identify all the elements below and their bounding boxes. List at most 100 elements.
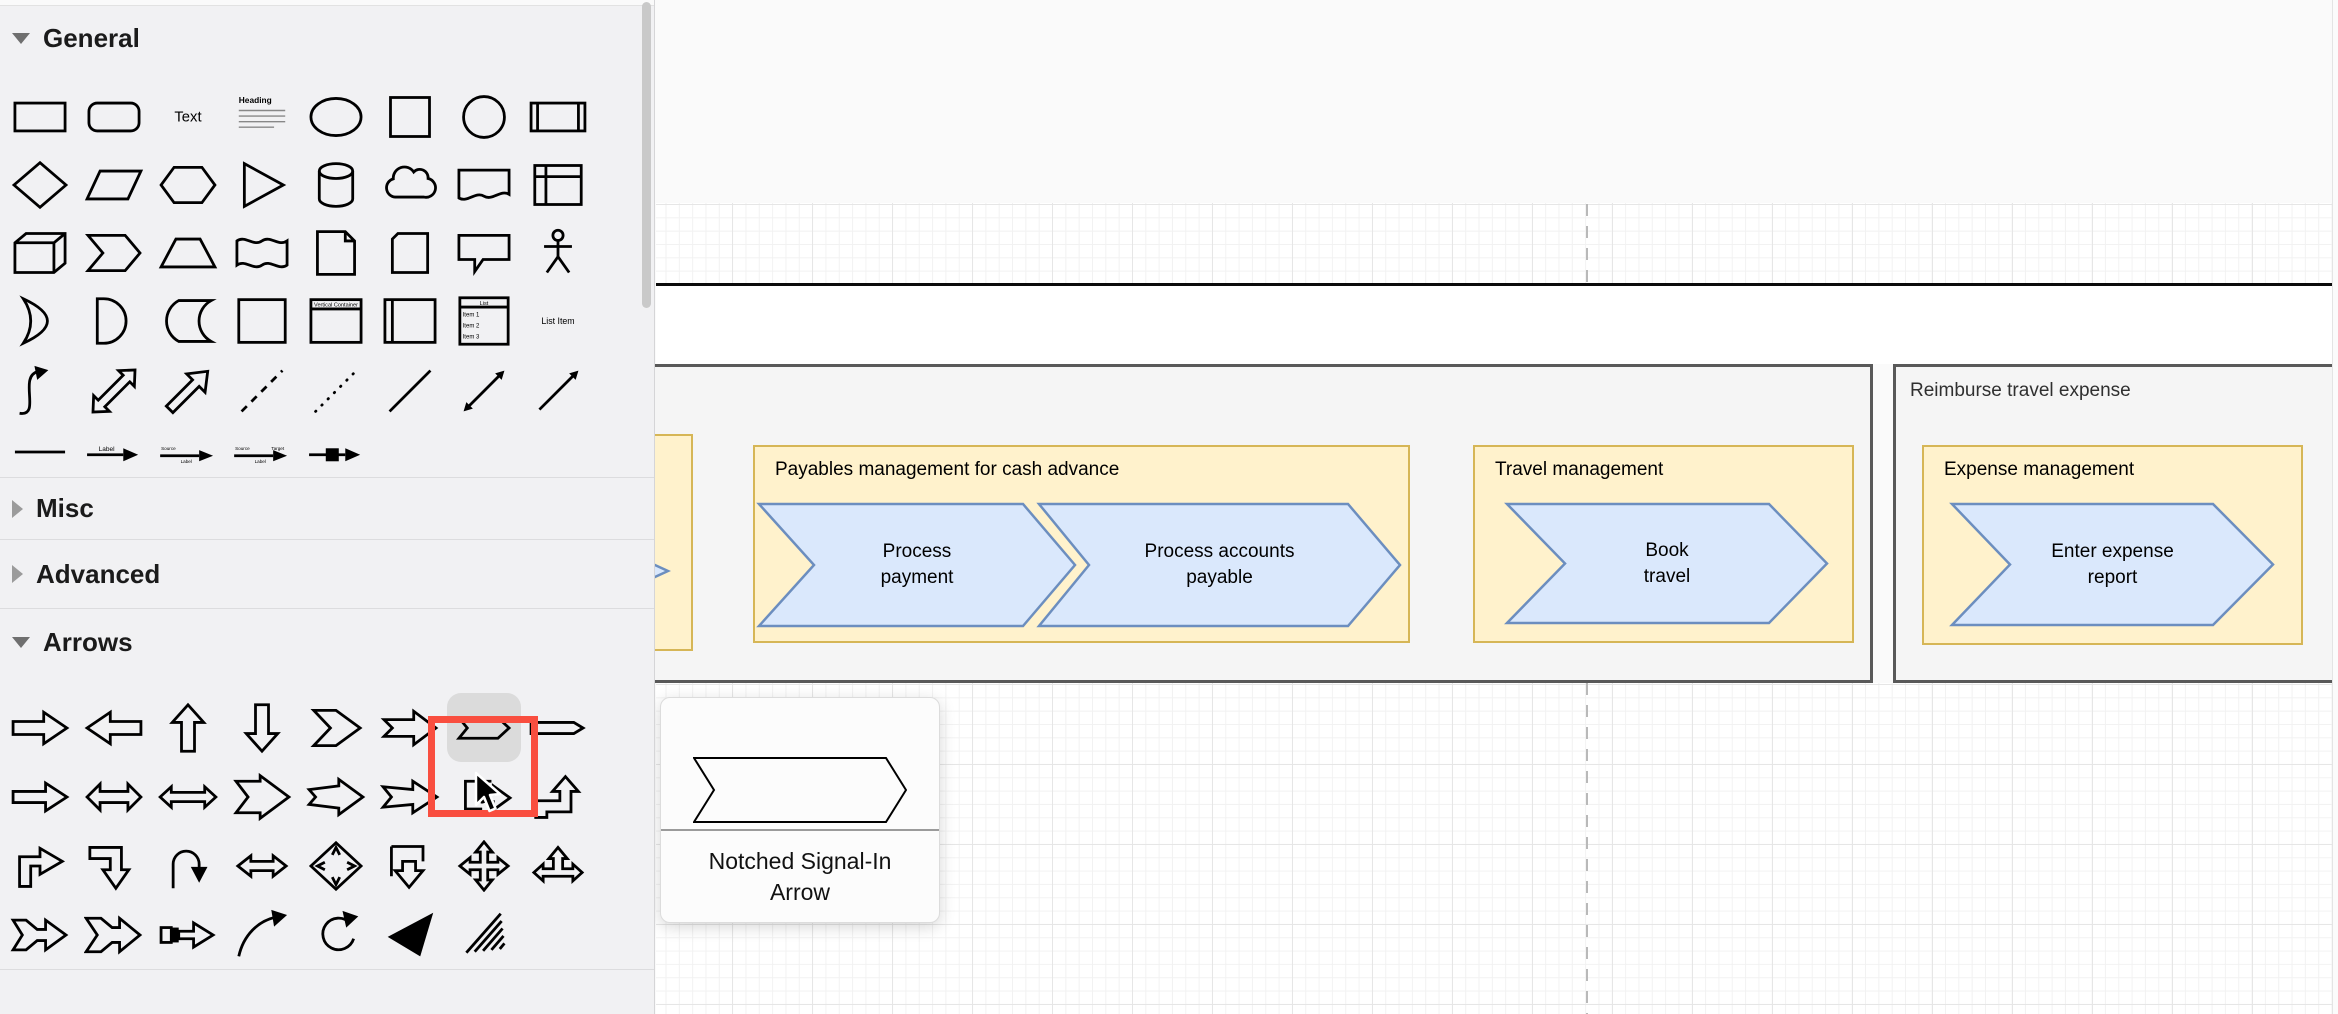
- section-header-misc[interactable]: Misc: [0, 478, 654, 539]
- step-enter-expense-report[interactable]: Enter expense report: [1949, 502, 2275, 627]
- step-process-accounts-payable[interactable]: Process accounts payable: [1036, 502, 1402, 628]
- shape-cloud[interactable]: [373, 151, 447, 219]
- shape-notched-signal-in-arrow[interactable]: [447, 693, 521, 762]
- notched-right-arrow-icon: [380, 708, 439, 747]
- shape-four-way-arrow[interactable]: [447, 831, 521, 900]
- shape-striped-triangle[interactable]: [447, 900, 521, 969]
- shape-label-arrow[interactable]: Label: [77, 427, 151, 477]
- shape-cylinder[interactable]: [299, 151, 373, 219]
- process-icon: [529, 101, 587, 133]
- shape-ellipse[interactable]: [299, 83, 373, 151]
- section-header-arrows[interactable]: Arrows: [0, 609, 654, 676]
- shape-hexagon[interactable]: [151, 151, 225, 219]
- shape-bidirectional-arrow[interactable]: [77, 355, 151, 427]
- arrow-box-icon: [309, 448, 361, 462]
- section-header-general[interactable]: General: [0, 6, 654, 71]
- shape-tailed-arrow-notched[interactable]: [77, 900, 151, 969]
- shape-two-way-small-arrow[interactable]: [225, 831, 299, 900]
- shape-two-way-arrow[interactable]: [77, 762, 151, 831]
- shape-turn-right-arrow[interactable]: [3, 831, 77, 900]
- shape-arrow-box[interactable]: [299, 427, 373, 477]
- shape-arrow-left[interactable]: [77, 693, 151, 762]
- shape-grid-arrows: [0, 676, 654, 969]
- shape-rectangle[interactable]: [3, 83, 77, 151]
- shape-process[interactable]: [521, 83, 595, 151]
- turn-down-arrow-icon: [88, 845, 132, 891]
- notched-signal-in-arrow-preview-icon: [693, 757, 907, 823]
- shape-curved-arrow[interactable]: [225, 900, 299, 969]
- shape-tailed-arrow[interactable]: [3, 900, 77, 969]
- shape-trapezoid[interactable]: [151, 219, 225, 287]
- shape-bend-arrow[interactable]: [521, 762, 595, 831]
- shape-circle[interactable]: [447, 83, 521, 151]
- shape-cube[interactable]: [3, 219, 77, 287]
- shape-card[interactable]: [373, 219, 447, 287]
- shape-bidirectional-connector[interactable]: [447, 355, 521, 427]
- shape-document[interactable]: [447, 151, 521, 219]
- shape-notched-right-arrow[interactable]: [373, 693, 447, 762]
- step-process-payment[interactable]: Process payment: [756, 502, 1077, 628]
- shape-page-down-arrow[interactable]: [373, 831, 447, 900]
- hexagon-icon: [159, 165, 217, 205]
- shape-sharp-arrow[interactable]: [299, 762, 373, 831]
- shape-directional-connector[interactable]: [521, 355, 595, 427]
- shape-step[interactable]: [77, 219, 151, 287]
- shape-triangle[interactable]: [225, 151, 299, 219]
- step-book-travel[interactable]: Book travel: [1504, 502, 1829, 625]
- shape-data-storage[interactable]: [151, 287, 225, 355]
- shape-two-way-arrow-2[interactable]: [151, 762, 225, 831]
- shape-arrow-right-2[interactable]: [3, 762, 77, 831]
- shape-rounded-rectangle[interactable]: [77, 83, 151, 151]
- shape-vertical-container[interactable]: Vertical Container: [299, 287, 373, 355]
- shape-three-way-arrow[interactable]: [521, 831, 595, 900]
- shape-horizontal-container[interactable]: [373, 287, 447, 355]
- section-divider: [0, 477, 654, 478]
- shape-u-turn-arrow[interactable]: [151, 831, 225, 900]
- shape-diamond[interactable]: [3, 151, 77, 219]
- cylinder-icon: [317, 162, 355, 208]
- sidebar-scrollbar-thumb[interactable]: [642, 2, 651, 308]
- shape-internal-storage[interactable]: [521, 151, 595, 219]
- shape-dashed-line[interactable]: [225, 355, 299, 427]
- actor-icon: [544, 228, 572, 274]
- shape-turn-down-arrow[interactable]: [77, 831, 151, 900]
- shape-container[interactable]: [225, 287, 299, 355]
- shape-callout[interactable]: [447, 219, 521, 287]
- shape-list-item[interactable]: List Item: [521, 287, 595, 355]
- shape-text[interactable]: Text: [151, 83, 225, 151]
- shape-boxed-arrow[interactable]: [151, 900, 225, 969]
- shape-parallelogram[interactable]: [77, 151, 151, 219]
- shape-arrow[interactable]: [151, 355, 225, 427]
- shape-four-way-diamond-arrow[interactable]: [299, 831, 373, 900]
- bend-arrow-icon: [534, 773, 582, 819]
- shape-tape[interactable]: [225, 219, 299, 287]
- shape-curve[interactable]: [3, 355, 77, 427]
- shape-arrow-right[interactable]: [3, 693, 77, 762]
- group-title: Travel management: [1495, 459, 1664, 480]
- diagram-horizontal-rule[interactable]: [656, 283, 2332, 286]
- shape-and[interactable]: [77, 287, 151, 355]
- shape-rotate-arrow[interactable]: [299, 900, 373, 969]
- section-divider: [0, 608, 654, 609]
- section-divider: [0, 969, 654, 970]
- shape-open-arrow[interactable]: [225, 762, 299, 831]
- shape-line[interactable]: [373, 355, 447, 427]
- shape-arrow-up[interactable]: [151, 693, 225, 762]
- shape-textbox[interactable]: Heading: [225, 83, 299, 151]
- shape-note[interactable]: [299, 219, 373, 287]
- shape-dotted-line[interactable]: [299, 355, 373, 427]
- shape-sharp-arrow-2[interactable]: [373, 762, 447, 831]
- shape-signal-in[interactable]: [299, 693, 373, 762]
- shape-arrow-down[interactable]: [225, 693, 299, 762]
- shape-or[interactable]: [3, 287, 77, 355]
- section-header-advanced[interactable]: Advanced: [0, 540, 654, 608]
- shape-actor[interactable]: [521, 219, 595, 287]
- shape-square[interactable]: [373, 83, 447, 151]
- shape-solid-arrowhead[interactable]: [373, 900, 447, 969]
- canvas-vertical-scrollbar[interactable]: [2332, 0, 2338, 1014]
- shape-link[interactable]: [3, 427, 77, 477]
